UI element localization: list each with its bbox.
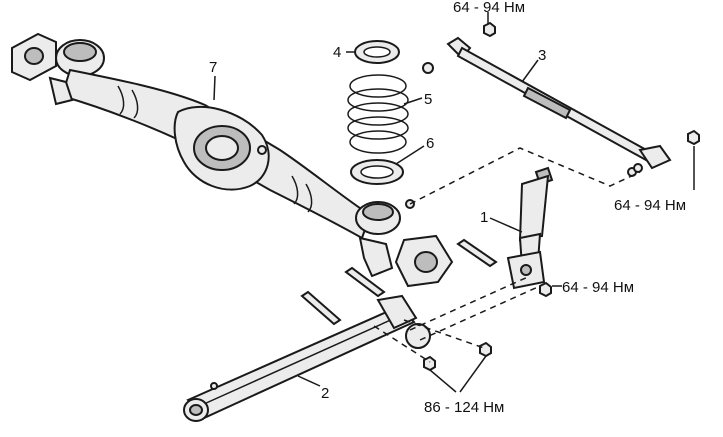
torque-lateral-rod-top: 64 - 94 Нм — [453, 0, 525, 16]
shock-absorber — [506, 166, 554, 290]
leader-lines — [213, 12, 695, 393]
callout-coil-spring: 5 — [424, 91, 432, 108]
lower-spring-seat — [350, 159, 404, 185]
nut-icon — [483, 21, 496, 38]
callout-rear-axle-beam: 7 — [209, 59, 217, 76]
lateral-rod — [446, 36, 672, 177]
torque-trailing-arm-bolts: 86 - 124 Нм — [424, 399, 504, 416]
nut-icon — [423, 355, 436, 372]
rear-axle-beam — [11, 32, 454, 288]
bolt-icon — [456, 238, 498, 268]
assembly-guide-lines — [373, 147, 641, 363]
bolt-icon — [344, 266, 386, 298]
callout-lateral-rod: 3 — [538, 47, 546, 64]
callout-shock-absorber: 1 — [480, 209, 488, 226]
callout-upper-spring-seat: 4 — [333, 44, 341, 61]
trailing-arm — [183, 294, 431, 422]
nut-icon — [479, 341, 492, 358]
callout-trailing-arm: 2 — [321, 385, 329, 402]
upper-spring-seat — [354, 40, 400, 64]
torque-lateral-rod-end: 64 - 94 Нм — [614, 197, 686, 214]
nut-icon — [422, 62, 434, 74]
bolt-icon — [300, 290, 342, 326]
callout-lower-spring-seat: 6 — [426, 135, 434, 152]
nut-icon — [687, 129, 700, 146]
torque-shock-lower: 64 - 94 Нм — [562, 279, 634, 296]
coil-spring — [347, 74, 409, 154]
nut-icon — [539, 281, 552, 298]
